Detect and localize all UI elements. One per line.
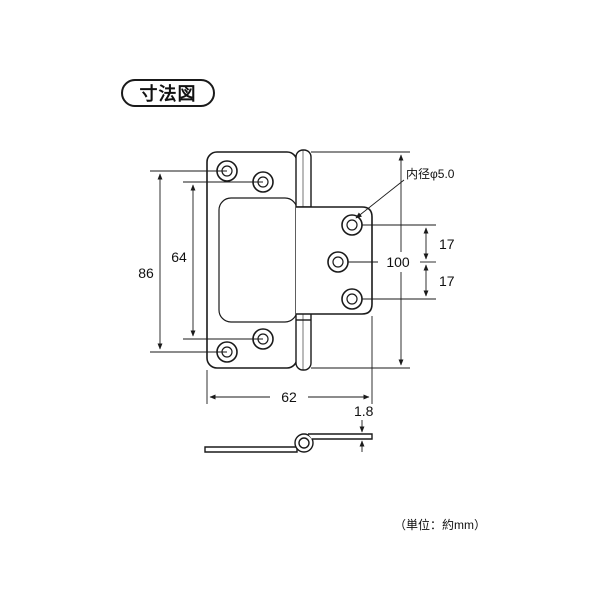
left-hinge-leaf bbox=[206, 151, 298, 369]
dimension-100 bbox=[311, 151, 410, 369]
dimension-17-bottom-label: 17 bbox=[439, 273, 455, 289]
unit-note: （単位：約mm） bbox=[394, 518, 486, 532]
screw-hole-icon bbox=[341, 288, 363, 310]
dimension-1-8-label: 1.8 bbox=[354, 403, 374, 419]
dimension-64 bbox=[183, 181, 263, 340]
dimension-62 bbox=[206, 316, 373, 404]
dimension-62-label: 62 bbox=[281, 389, 297, 405]
diagram-title: 寸法図 bbox=[121, 79, 215, 107]
dimension-17-top-label: 17 bbox=[439, 236, 455, 252]
dimension-86 bbox=[150, 170, 227, 353]
dimension-64-label: 64 bbox=[171, 249, 187, 265]
dimension-100-label: 100 bbox=[386, 254, 410, 270]
hole-diameter-label: 内径φ5.0 bbox=[406, 167, 455, 181]
hole-diameter-leader bbox=[355, 179, 405, 219]
hinge-side-view bbox=[204, 433, 373, 453]
diagram-title-text: 寸法図 bbox=[139, 84, 197, 104]
screw-hole-icon bbox=[327, 251, 349, 273]
dimension-86-label: 86 bbox=[138, 265, 154, 281]
dimension-17-pair bbox=[362, 224, 436, 300]
screw-hole-icon bbox=[341, 214, 363, 236]
